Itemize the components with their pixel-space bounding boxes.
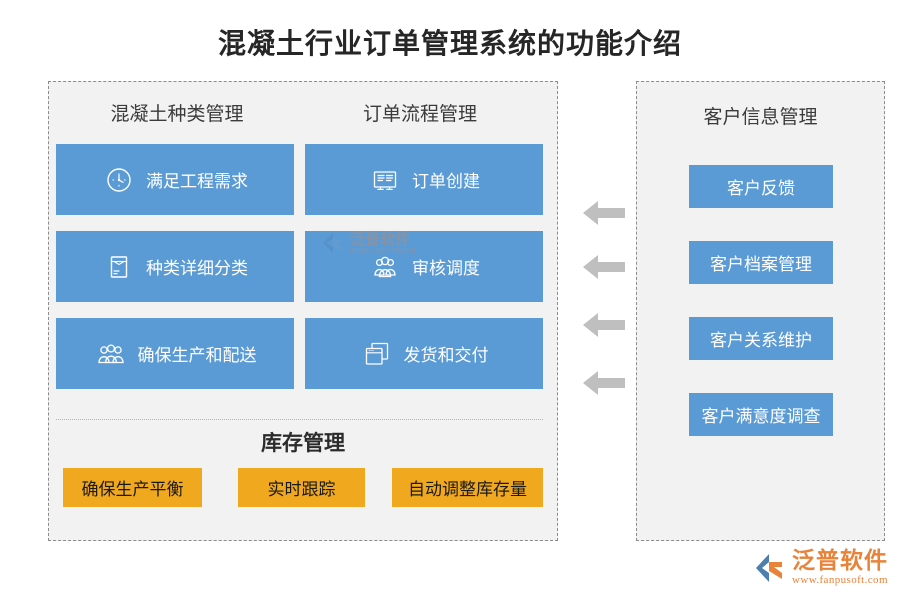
inventory-item-label: 实时跟踪 [267,480,336,499]
card-satisfy-engineering-demand[interactable]: 满足工程需求 [56,144,294,215]
arrow-left-icon-1 [581,198,627,228]
customer-item-label: 客户档案管理 [710,255,812,274]
inventory-item-auto-adjust-stock[interactable]: 自动调整库存量 [392,468,543,507]
page-title: 混凝土行业订单管理系统的功能介绍 [217,29,682,60]
card-label: 确保生产和配送 [137,346,257,365]
windows-icon [360,337,394,371]
customer-item-satisfaction-survey[interactable]: 客户满意度调查 [689,393,833,436]
inventory-item-label: 确保生产平衡 [81,480,184,499]
card-label: 审核调度 [412,259,480,278]
arrow-left-icon-3 [581,310,627,340]
form-icon [368,163,402,197]
card-detailed-classification[interactable]: 种类详细分类 [56,231,294,302]
card-review-dispatch[interactable]: 审核调度 [305,231,543,302]
inventory-item-realtime-tracking[interactable]: 实时跟踪 [238,468,365,507]
right-panel [636,81,885,541]
customer-item-relationship-maintenance[interactable]: 客户关系维护 [689,317,833,360]
customer-item-label: 客户关系维护 [710,331,812,350]
card-ensure-production-delivery[interactable]: 确保生产和配送 [56,318,294,389]
company-name: 泛普软件 [792,547,888,573]
card-label: 订单创建 [412,172,480,191]
person-icon [368,250,402,284]
customer-item-feedback[interactable]: 客户反馈 [689,165,833,208]
company-url: www.fanpusoft.com [792,574,888,586]
company-logo-icon [752,551,788,585]
heading-customer-info: 客户信息管理 [703,107,818,128]
clock-icon [102,163,136,197]
inventory-item-production-balance[interactable]: 确保生产平衡 [63,468,202,507]
document-icon [102,250,136,284]
heading-order-process: 订单流程管理 [362,104,477,125]
card-label: 种类详细分类 [146,259,248,278]
card-label: 发货和交付 [403,346,489,365]
customer-item-label: 客户满意度调查 [701,407,821,426]
heading-inventory: 库存管理 [261,431,345,455]
footer-logo: 泛普软件 www.fanpusoft.com [752,549,888,586]
heading-concrete-types: 混凝土种类管理 [110,104,244,125]
customer-item-archive-management[interactable]: 客户档案管理 [689,241,833,284]
inventory-divider [56,419,543,420]
inventory-item-label: 自动调整库存量 [408,480,527,499]
card-shipping-delivery[interactable]: 发货和交付 [305,318,543,389]
arrow-left-icon-2 [581,252,627,282]
card-label: 满足工程需求 [146,172,248,191]
arrow-left-icon-4 [581,368,627,398]
card-order-creation[interactable]: 订单创建 [305,144,543,215]
people-icon [94,337,128,371]
customer-item-label: 客户反馈 [727,179,795,198]
